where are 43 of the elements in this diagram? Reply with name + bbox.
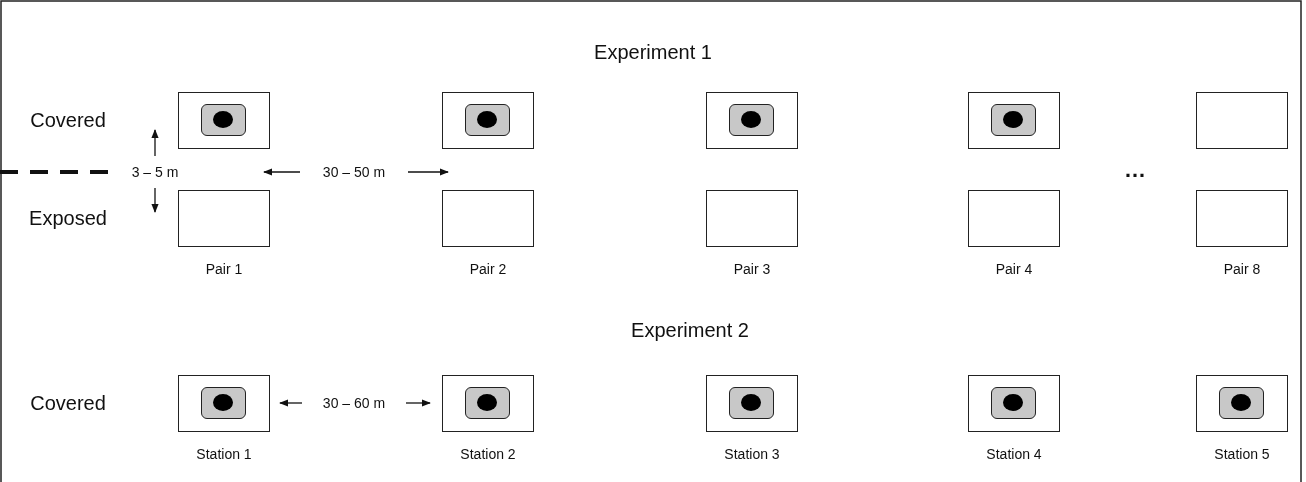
plot-box: [442, 190, 534, 247]
device-icon: [1219, 387, 1264, 419]
device-icon: [729, 387, 774, 419]
experiment-title: Experiment 2: [631, 318, 749, 342]
plot-box: [178, 92, 270, 149]
station-label: Station 4: [986, 446, 1042, 462]
pair-label: Pair 3: [733, 261, 771, 277]
plot-box: [968, 190, 1060, 247]
device-icon: [201, 104, 246, 136]
plot-box: [706, 92, 798, 149]
plot-box: [1196, 190, 1288, 247]
pair-label: Pair 1: [205, 261, 243, 277]
dimension-label: 30 – 50 m: [322, 164, 386, 180]
station-label: Station 5: [1214, 446, 1270, 462]
dimension-label: 3 – 5 m: [131, 164, 179, 180]
device-icon: [991, 104, 1036, 136]
plot-box: [706, 375, 798, 432]
row-label: Covered: [30, 391, 106, 415]
plot-box: [968, 92, 1060, 149]
ellipsis-mark: …: [1124, 157, 1146, 183]
row-label: Exposed: [29, 206, 107, 230]
pair-label: Pair 2: [469, 261, 507, 277]
pair-label: Pair 4: [995, 261, 1033, 277]
station-label: Station 3: [724, 446, 780, 462]
device-icon: [729, 104, 774, 136]
plot-box: [706, 190, 798, 247]
device-icon: [201, 387, 246, 419]
device-icon: [991, 387, 1036, 419]
plot-box: [1196, 92, 1288, 149]
device-icon: [465, 387, 510, 419]
plot-box: [1196, 375, 1288, 432]
plot-box: [178, 190, 270, 247]
station-label: Station 2: [460, 446, 516, 462]
plot-box: [442, 375, 534, 432]
dimension-label: 30 – 60 m: [322, 395, 386, 411]
experiment-title: Experiment 1: [594, 40, 712, 64]
station-label: Station 1: [196, 446, 252, 462]
pair-label: Pair 8: [1223, 261, 1261, 277]
plot-box: [178, 375, 270, 432]
row-label: Covered: [30, 108, 106, 132]
device-icon: [465, 104, 510, 136]
plot-box: [442, 92, 534, 149]
plot-box: [968, 375, 1060, 432]
